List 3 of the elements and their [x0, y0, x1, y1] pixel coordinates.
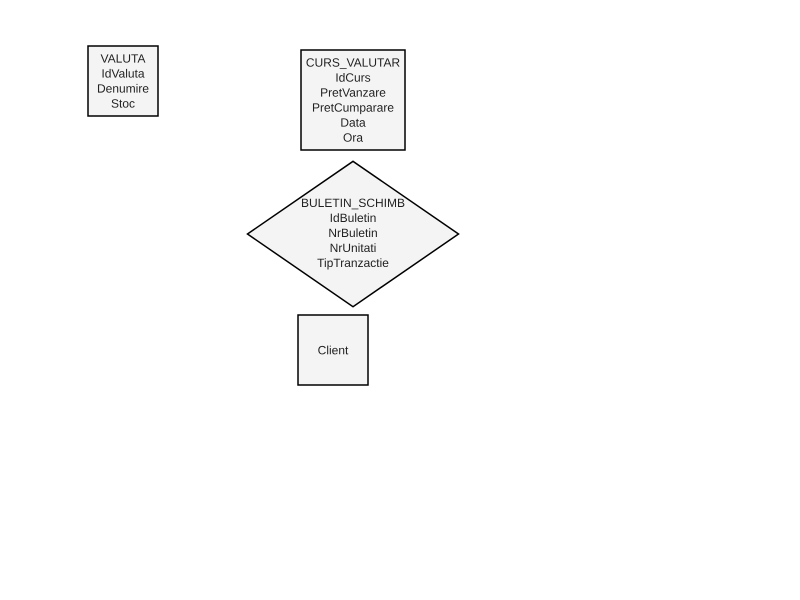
entity-box: Client [297, 314, 369, 386]
entity-box: CURS_VALUTAR IdCurs PretVanzare PretCumparare Data Ora [300, 49, 406, 151]
entity-box: VALUTA IdValuta Denumire Stoc [87, 45, 159, 117]
